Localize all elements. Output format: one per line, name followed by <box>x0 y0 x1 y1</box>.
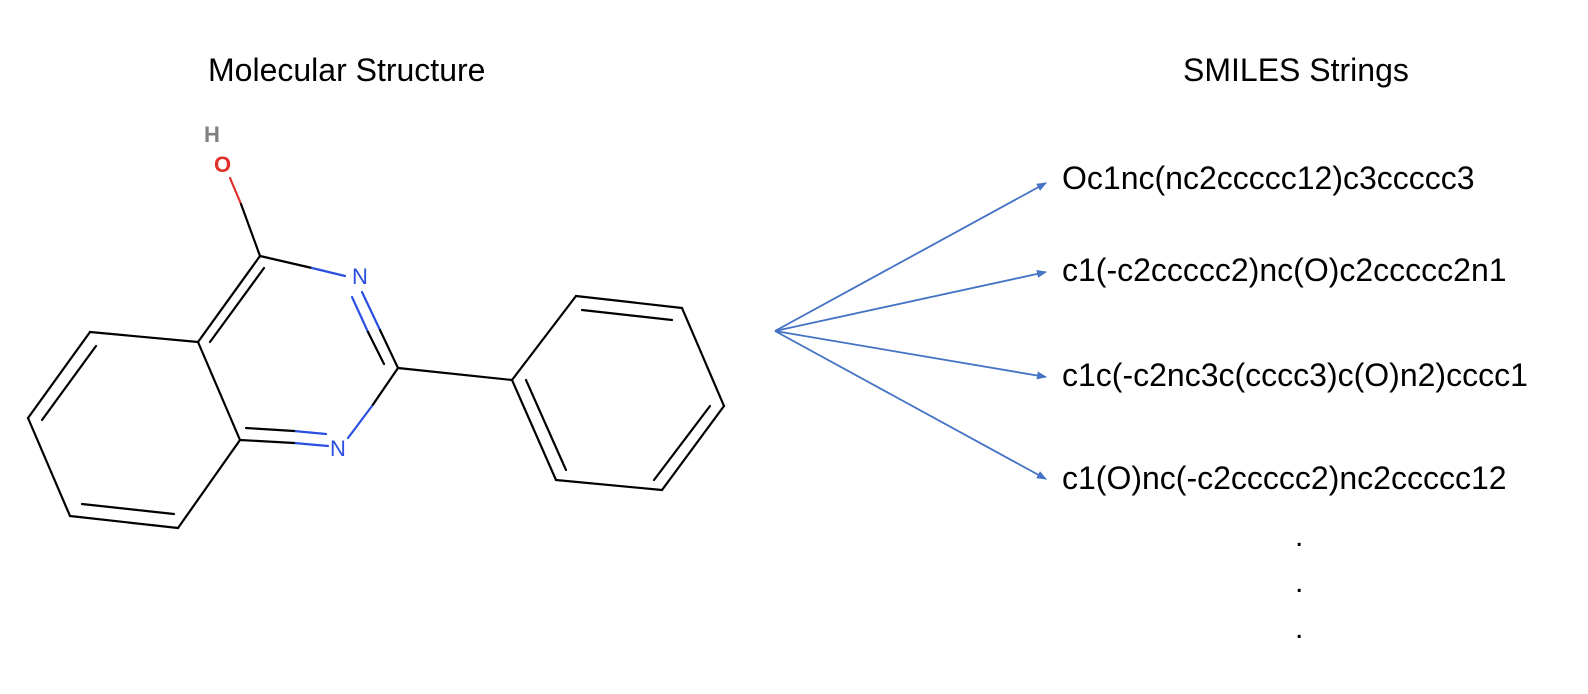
bond-c2-phenyl <box>396 366 514 382</box>
bond-n3-c2-blue <box>360 290 382 332</box>
bond-ph3-ph4 <box>680 306 726 408</box>
bond-c4a-c4-inner <box>208 266 266 344</box>
ellipsis-dot-3: . <box>1295 612 1304 645</box>
atom-oxygen: O <box>214 152 231 177</box>
bond-c7-c8-inner <box>80 502 176 516</box>
bond-c5-c6-inner <box>40 344 98 422</box>
molecular-structure-title: Molecular Structure <box>208 52 486 88</box>
bond-c2-n1 <box>370 366 400 408</box>
bond-ph2-ph3 <box>574 294 684 310</box>
bond-c8a-c4a <box>196 340 242 442</box>
bond-ph4-ph5-inner <box>652 404 712 482</box>
arrow-4 <box>774 330 1047 480</box>
smiles-string-4: c1(O)nc(-c2ccccc2)nc2ccccc12 <box>1062 460 1507 496</box>
bond-n3-c2-inner-blue <box>350 295 370 334</box>
bond-c4-n3 <box>258 254 314 270</box>
bond-ph5-ph6 <box>554 478 664 492</box>
smiles-strings-title: SMILES Strings <box>1183 52 1409 88</box>
molecule-structure <box>26 176 726 530</box>
bond-ph2-ph3-inner <box>580 308 674 322</box>
bond-n1-c8a-inner <box>244 426 296 433</box>
atom-nitrogen-top: N <box>352 264 368 289</box>
smiles-string-2: c1(-c2ccccc2)nc(O)c2ccccc2n1 <box>1062 252 1507 288</box>
atom-hydrogen: H <box>204 122 220 147</box>
bond-n3-c2 <box>378 328 400 370</box>
bond-c4a-c4 <box>196 254 262 344</box>
bond-ph1-ph2 <box>510 294 578 382</box>
bond-o-c4-red <box>228 176 243 206</box>
bond-o-c4 <box>239 202 262 258</box>
bond-c7-c8 <box>68 514 180 530</box>
bond-n1-c8a-inner-blue <box>292 429 328 436</box>
ellipsis-dot-2: . <box>1295 566 1304 599</box>
bond-c5-c6 <box>26 330 92 420</box>
atom-nitrogen-bottom: N <box>330 436 346 461</box>
bond-ph4-ph5 <box>660 404 726 492</box>
bond-ph6-ph1-inner <box>524 378 568 472</box>
smiles-string-1: Oc1nc(nc2ccccc12)c3ccccc3 <box>1062 160 1475 196</box>
bond-n1-c8a <box>238 438 296 445</box>
bond-c4-n3-blue <box>310 266 347 278</box>
arrows <box>774 182 1047 480</box>
bond-n3-c2-inner <box>366 330 386 366</box>
arrow-1 <box>774 182 1047 332</box>
bond-ph6-ph1 <box>510 378 558 482</box>
bond-c6-c7 <box>26 416 72 518</box>
bond-c8-c8a <box>176 438 242 530</box>
arrow-3 <box>774 330 1047 380</box>
arrow-2 <box>774 270 1047 332</box>
smiles-string-3: c1c(-c2nc3c(cccc3)c(O)n2)cccc1 <box>1062 357 1528 393</box>
bond-n1-c8a-blue <box>292 441 330 448</box>
bond-c4a-c5 <box>88 330 200 344</box>
bond-c2-n1-blue <box>346 404 374 440</box>
ellipsis-dot-1: . <box>1295 520 1304 553</box>
